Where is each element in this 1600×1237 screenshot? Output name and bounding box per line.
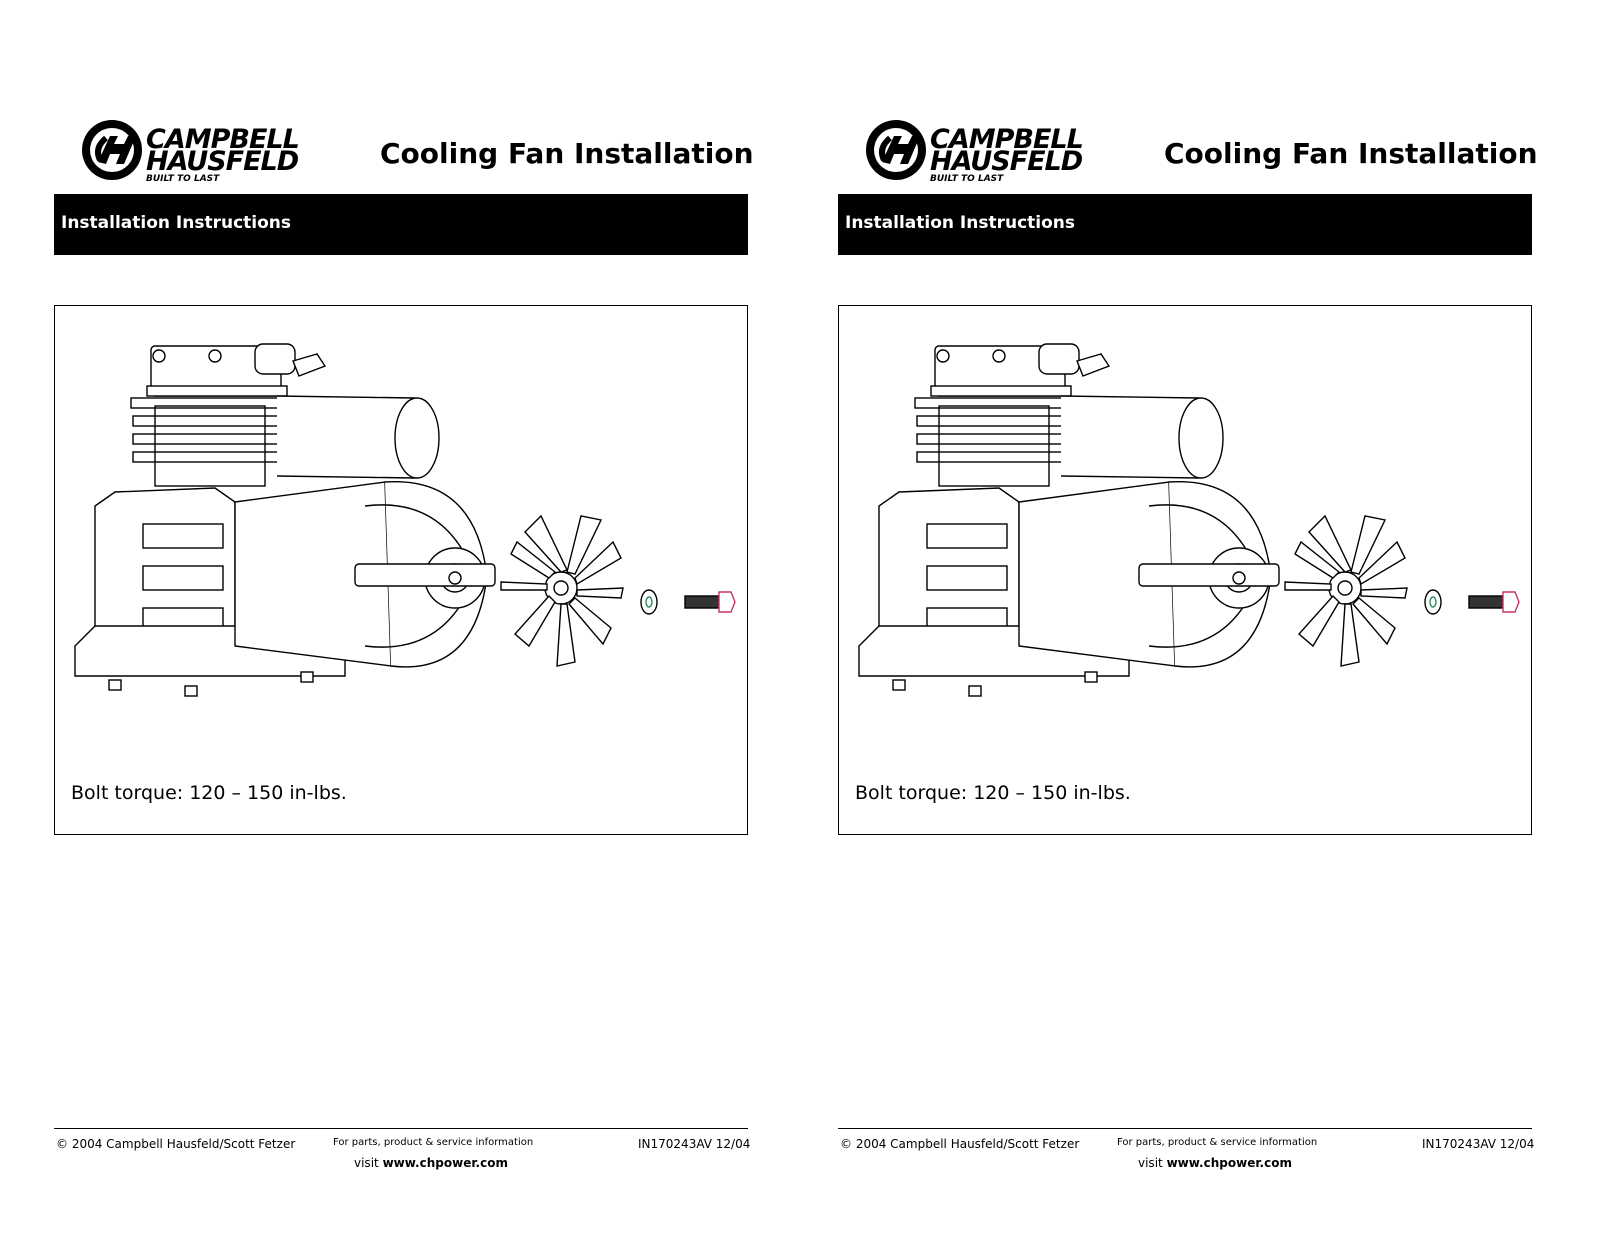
visit-prefix: visit — [354, 1156, 379, 1170]
motor-housing — [1018, 480, 1280, 668]
section-header-bar: Installation Instructions — [54, 194, 748, 255]
copyright-text: © 2004 Campbell Hausfeld/Scott Fetzer — [840, 1137, 1080, 1151]
brand-tagline: BUILT TO LAST — [146, 174, 220, 184]
bolt-torque-caption: Bolt torque: 120 – 150 in-lbs. — [71, 782, 347, 804]
brand-line-2: HAUSFELD — [930, 146, 1083, 177]
pump-head — [914, 343, 1111, 487]
mounting-bolt — [684, 591, 736, 613]
website-link[interactable]: www.chpower.com — [382, 1156, 508, 1170]
document-code: IN170243AV 12/04 — [1422, 1137, 1535, 1151]
capacitor — [1060, 395, 1224, 479]
copyright-text: © 2004 Campbell Hausfeld/Scott Fetzer — [56, 1137, 296, 1151]
website-link[interactable]: www.chpower.com — [1166, 1156, 1292, 1170]
footer-divider — [838, 1128, 1532, 1129]
bolt-torque-caption: Bolt torque: 120 – 150 in-lbs. — [855, 782, 1131, 804]
campbell-hausfeld-logo: CAMPBELL HAUSFELD BUILT TO LAST — [80, 118, 330, 188]
campbell-hausfeld-logo: CAMPBELL HAUSFELD BUILT TO LAST — [864, 118, 1114, 188]
brand-line-1: CAMPBELL — [930, 124, 1084, 155]
parts-info-text: For parts, product & service information — [1117, 1137, 1318, 1148]
visit-prefix: visit — [1138, 1156, 1163, 1170]
document-title: Cooling Fan Installation — [1164, 137, 1538, 170]
visit-line: visit www.chpower.com — [1138, 1156, 1292, 1170]
mounting-bolt — [1468, 591, 1520, 613]
cooling-fan — [1284, 514, 1408, 667]
figure-box: Bolt torque: 120 – 150 in-lbs. — [838, 305, 1532, 835]
motor-housing — [234, 480, 496, 668]
document-title: Cooling Fan Installation — [380, 137, 754, 170]
capacitor — [276, 395, 440, 479]
washer — [640, 589, 658, 615]
brand-tagline: BUILT TO LAST — [930, 174, 1004, 184]
compressor-fan-diagram — [74, 343, 736, 697]
washer — [1424, 589, 1442, 615]
parts-info-text: For parts, product & service information — [333, 1137, 534, 1148]
footer-divider — [54, 1128, 748, 1129]
compressor-fan-diagram — [858, 343, 1520, 697]
cooling-fan — [500, 514, 624, 667]
ch-emblem-icon — [82, 120, 142, 180]
document-code: IN170243AV 12/04 — [638, 1137, 751, 1151]
ch-emblem-icon — [866, 120, 926, 180]
visit-line: visit www.chpower.com — [354, 1156, 508, 1170]
section-header-text: Installation Instructions — [845, 213, 1076, 233]
figure-box: Bolt torque: 120 – 150 in-lbs. — [54, 305, 748, 835]
section-header-bar: Installation Instructions — [838, 194, 1532, 255]
instruction-page-right: CAMPBELL HAUSFELD BUILT TO LAST Cooling … — [784, 0, 1584, 1237]
brand-line-2: HAUSFELD — [146, 146, 299, 177]
pump-head — [130, 343, 327, 487]
brand-line-1: CAMPBELL — [146, 124, 300, 155]
section-header-text: Installation Instructions — [61, 213, 292, 233]
instruction-page-left: CAMPBELL HAUSFELD BUILT TO LAST Cooling … — [54, 118, 754, 1170]
